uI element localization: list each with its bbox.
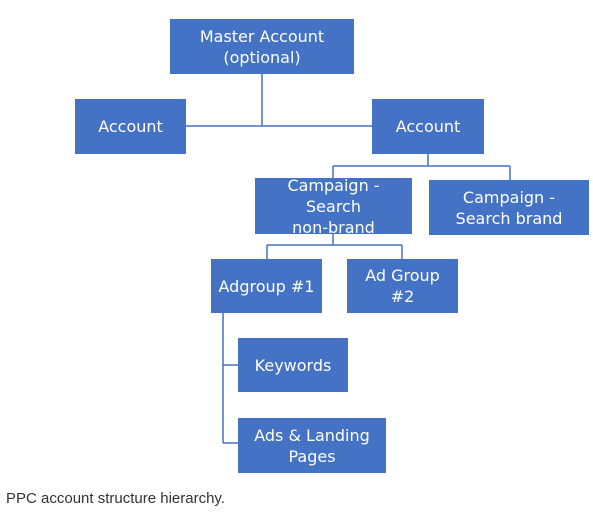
campaign-search-nonbrand-box: Campaign - Search non-brand xyxy=(255,176,412,237)
account-right-box: Account xyxy=(372,99,484,154)
diagram-caption: PPC account structure hierarchy. xyxy=(6,490,225,507)
account-left-box: Account xyxy=(75,99,186,154)
hierarchy-diagram: Master Account (optional) Account Accoun… xyxy=(75,19,589,473)
master-account-box: Master Account (optional) xyxy=(170,19,354,74)
adgroup-2-box: Ad Group #2 xyxy=(347,259,458,313)
ads-landing-pages-box: Ads & Landing Pages xyxy=(238,418,386,473)
keywords-box: Keywords xyxy=(238,338,348,392)
adgroup-1-box: Adgroup #1 xyxy=(211,259,322,313)
campaign-search-brand-box: Campaign - Search brand xyxy=(429,180,589,235)
connector-lines xyxy=(186,74,511,444)
